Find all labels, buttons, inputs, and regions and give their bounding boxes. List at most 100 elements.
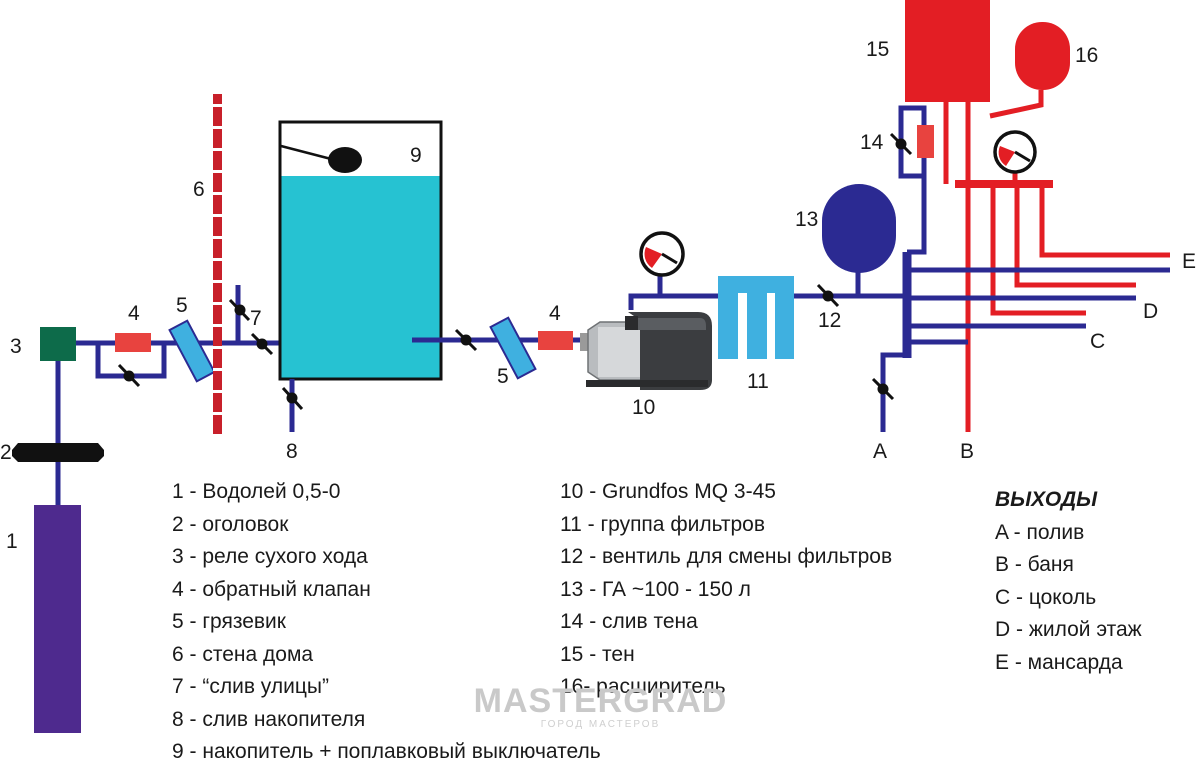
float-arm	[280, 144, 336, 162]
street-drain-valve	[228, 298, 251, 322]
label-outlet-e: E	[1182, 250, 1196, 273]
pressure-gauge-pump	[639, 231, 685, 277]
bypass-valve	[117, 363, 141, 388]
strainer-right	[489, 316, 537, 380]
label-8: 8	[286, 440, 298, 463]
label-2: 2	[0, 441, 12, 464]
heater-drain-valve	[889, 132, 913, 156]
output-item: A - полив	[995, 520, 1085, 544]
hot-branch-e	[1039, 188, 1170, 258]
legend-item: 7 - “слив улицы”	[172, 675, 329, 698]
wall-gap	[213, 390, 222, 393]
wall-gap	[213, 104, 222, 107]
legend-item: 10 - Grundfos MQ 3-45	[560, 480, 776, 503]
wall-gap	[213, 148, 222, 151]
legend-item: 14 - слив тена	[560, 610, 698, 633]
output-item: C - цоколь	[995, 585, 1097, 609]
legend-item: 1 - Водолей 0,5-0	[172, 480, 341, 503]
legend-outputs: ВЫХОДЫ A - полив B - баня C - цоколь D -…	[995, 484, 1142, 679]
strainer-left	[168, 319, 216, 383]
hot-manifold	[955, 180, 1053, 188]
check-valve-left	[115, 333, 151, 352]
label-7: 7	[250, 307, 262, 330]
output-item: B - баня	[995, 553, 1074, 576]
surface-pump	[580, 312, 712, 390]
check-valve-right	[538, 331, 573, 350]
label-3: 3	[10, 335, 22, 358]
label-4-right: 4	[549, 302, 561, 325]
outlet-a-valve	[871, 377, 895, 401]
legend-item: 11 - группа фильтров	[560, 512, 766, 536]
pressure-gauge-hot	[993, 130, 1037, 174]
wall-gap	[213, 170, 222, 173]
float-switch	[328, 147, 362, 173]
legend-item: 12 - вентиль для смены фильтров	[560, 545, 893, 568]
wall-gap	[213, 324, 222, 327]
label-outlet-c: C	[1090, 330, 1105, 353]
storage-tank	[278, 120, 443, 381]
wall-gap	[213, 192, 222, 195]
legend-item: 8 - слив накопителя	[172, 707, 366, 731]
wall-gap	[213, 412, 222, 415]
well-head	[12, 443, 104, 462]
legend-item: 5 - грязевик	[172, 610, 286, 633]
watermark: MASTERGRAD	[473, 682, 728, 720]
label-6: 6	[193, 178, 205, 201]
wall-gap	[213, 346, 222, 349]
tank-outlet-valve	[454, 328, 478, 352]
filter-change-valve	[816, 283, 840, 308]
pipe-pump-to-filters	[628, 293, 722, 310]
pipe-expansion	[989, 90, 1044, 119]
label-11: 11	[747, 370, 769, 393]
hot-branch-d	[1014, 188, 1136, 288]
well-pump-body	[34, 505, 81, 733]
heater-drain-check-valve	[917, 125, 934, 158]
wall-gap	[213, 214, 222, 217]
legend-item: 2 - оголовок	[172, 512, 289, 536]
tank-water	[280, 176, 441, 379]
outputs-title: ВЫХОДЫ	[995, 488, 1098, 511]
label-5-right: 5	[497, 365, 509, 388]
legend-components-2: 10 - Grundfos MQ 3-45 11 - группа фильтр…	[560, 476, 892, 704]
hot-branch-c	[990, 188, 1086, 316]
wall-gap	[213, 434, 222, 437]
filter-group	[718, 276, 794, 359]
output-item: D - жилой этаж	[995, 618, 1142, 641]
inlet-valve	[250, 332, 274, 356]
legend-item: 16- расширитель	[560, 675, 726, 698]
label-9: 9	[410, 144, 422, 167]
water-heater	[905, 0, 990, 102]
expansion-tank	[1015, 22, 1070, 90]
label-1: 1	[6, 530, 18, 553]
wall-gap	[213, 258, 222, 261]
cold-branch-a	[880, 352, 905, 432]
watermark-subtitle: ГОРОД МАСТЕРОВ	[540, 719, 661, 730]
tank-drain-valve	[281, 386, 304, 411]
legend-item: 6 - стена дома	[172, 642, 314, 666]
legend-item: 13 - ГА ~100 - 150 л	[560, 577, 751, 601]
label-outlet-b: B	[960, 440, 974, 463]
legend-item: 15 - тен	[560, 642, 635, 666]
label-outlet-d: D	[1143, 300, 1158, 323]
output-item: E - мансарда	[995, 650, 1123, 674]
label-16: 16	[1075, 44, 1098, 67]
label-5-left: 5	[176, 294, 188, 317]
label-13: 13	[795, 208, 818, 231]
accumulator-tank	[822, 184, 896, 273]
legend-components-1: 1 - Водолей 0,5-0 2 - оголовок 3 - реле …	[172, 476, 601, 769]
label-outlet-a: A	[873, 440, 887, 463]
wall-gap	[213, 280, 222, 283]
legend-item: 9 - накопитель + поплавковый выключатель	[172, 740, 601, 763]
label-15: 15	[866, 38, 889, 61]
pipe-to-heater	[907, 168, 927, 255]
wall-gap	[213, 302, 222, 305]
label-12: 12	[818, 309, 841, 332]
dry-run-relay	[40, 327, 76, 361]
wall-gap	[213, 236, 222, 239]
label-10: 10	[632, 396, 655, 419]
wall-gap	[213, 368, 222, 371]
legend-item: 3 - реле сухого хода	[172, 545, 368, 568]
house-wall	[213, 94, 222, 436]
label-14: 14	[860, 131, 884, 154]
